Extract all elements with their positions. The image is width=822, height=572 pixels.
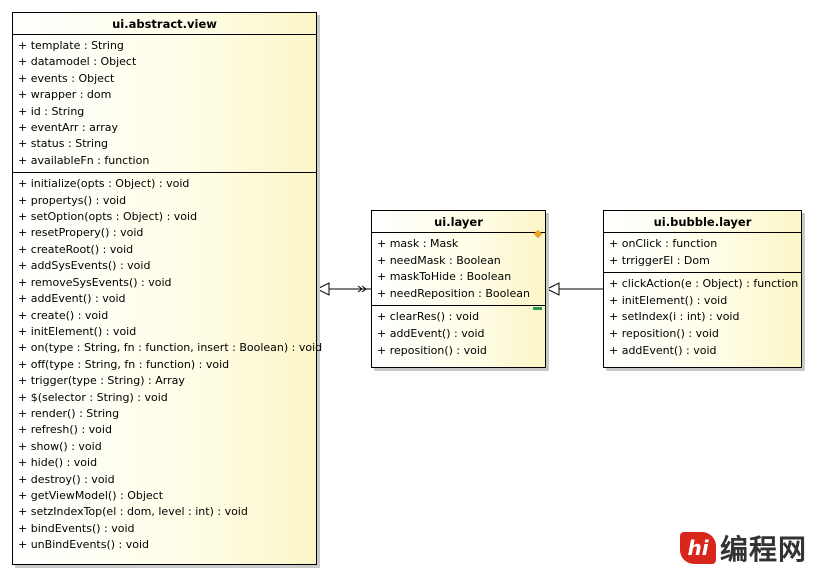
operations-section: + initialize(opts : Object) : void + prop…	[13, 173, 323, 556]
operation-row: + render() : String	[18, 406, 120, 420]
operation-row: + clearRes() : void	[377, 310, 480, 324]
class-name: ui.bubble.layer	[604, 211, 801, 233]
link-chevron-icon	[357, 285, 367, 293]
operation-row: + reposition() : void	[609, 326, 719, 340]
operation-row: + propertys() : void	[18, 193, 127, 207]
operation-row: + initElement() : void	[609, 293, 728, 307]
operation-row: + show() : void	[18, 439, 102, 453]
attributes-section: + onClick : function + trriggerEl : Dom	[604, 233, 801, 274]
attribute-row: + status : String	[18, 137, 109, 151]
attributes-section: + mask : Mask + needMask : Boolean + maskT…	[372, 233, 545, 307]
class-name: ui.layer	[372, 211, 545, 233]
attribute-row: + needReposition : Boolean	[377, 286, 530, 300]
operation-row: + destroy() : void	[18, 472, 115, 486]
operation-row: + addEvent() : void	[609, 343, 717, 357]
operation-row: + trigger(type : String) : Array	[18, 374, 185, 388]
attribute-row: + datamodel : Object	[18, 55, 137, 69]
attribute-row: + wrapper : dom	[18, 88, 112, 102]
operation-row: + getViewModel() : Object	[18, 488, 164, 502]
operation-row: + setzIndexTop(el : dom, level : int) : …	[18, 505, 248, 519]
watermark-text: 编程网	[720, 533, 808, 566]
operation-row: + bindEvents() : void	[18, 521, 135, 535]
attribute-row: + eventArr : array	[18, 121, 118, 135]
class-name: ui.abstract.view	[13, 13, 316, 35]
attributes-section: + template : String + datamodel : Object +…	[13, 35, 316, 174]
class-ui-bubble-layer[interactable]: ui.bubble.layer + onClick : function + tr…	[603, 210, 802, 368]
operation-row: + addEvent() : void	[377, 326, 485, 340]
operation-row: + initElement() : void	[18, 324, 137, 338]
operation-row: + setOption(opts : Object) : void	[18, 210, 198, 224]
operation-row: + addEvent() : void	[18, 292, 126, 306]
class-ui-abstract-view[interactable]: ui.abstract.view + template : String + da…	[12, 12, 323, 565]
attribute-row: + availableFn : function	[18, 153, 150, 167]
attribute-row: + maskToHide : Boolean	[377, 270, 512, 284]
operation-row: + $(selector : String) : void	[18, 390, 168, 404]
operation-row: + clickAction(e : Object) : function	[609, 277, 799, 291]
operation-row: + unBindEvents() : void	[18, 538, 150, 552]
attribute-row: + trriggerEl : Dom	[609, 253, 710, 267]
operation-row: + resetPropery() : void	[18, 226, 144, 240]
operation-row: + on(type : String, fn : function, inser…	[18, 341, 323, 355]
operation-row: + initialize(opts : Object) : void	[18, 177, 190, 191]
watermark-badge: hi	[680, 532, 716, 564]
attribute-row: + id : String	[18, 104, 85, 118]
operations-section: + clearRes() : void + addEvent() : void + …	[372, 306, 545, 362]
inheritance-arrowhead-view	[315, 282, 330, 296]
operation-row: + reposition() : void	[377, 343, 487, 357]
operation-row: + create() : void	[18, 308, 109, 322]
attribute-row: + events : Object	[18, 71, 115, 85]
inheritance-arrowhead-layer	[545, 282, 560, 296]
attribute-row: + needMask : Boolean	[377, 253, 501, 267]
attribute-row: + mask : Mask	[377, 237, 459, 250]
operation-row: + addSysEvents() : void	[18, 259, 151, 273]
operation-row: + removeSysEvents() : void	[18, 275, 172, 289]
operation-row: + createRoot() : void	[18, 242, 134, 256]
operation-row: + off(type : String, fn : function) : vo…	[18, 357, 230, 371]
bar-marker-icon	[533, 307, 542, 310]
operation-row: + refresh() : void	[18, 423, 112, 437]
operation-row: + setIndex(i : int) : void	[609, 310, 740, 324]
attribute-row: + onClick : function	[609, 237, 718, 250]
class-ui-layer[interactable]: ui.layer + mask : Mask + needMask : Boole…	[371, 210, 546, 368]
attribute-row: + template : String	[18, 39, 124, 52]
operation-row: + hide() : void	[18, 456, 98, 470]
operations-section: + clickAction(e : Object) : function + in…	[604, 273, 801, 362]
watermark-logo: hi 编程网	[680, 528, 807, 568]
